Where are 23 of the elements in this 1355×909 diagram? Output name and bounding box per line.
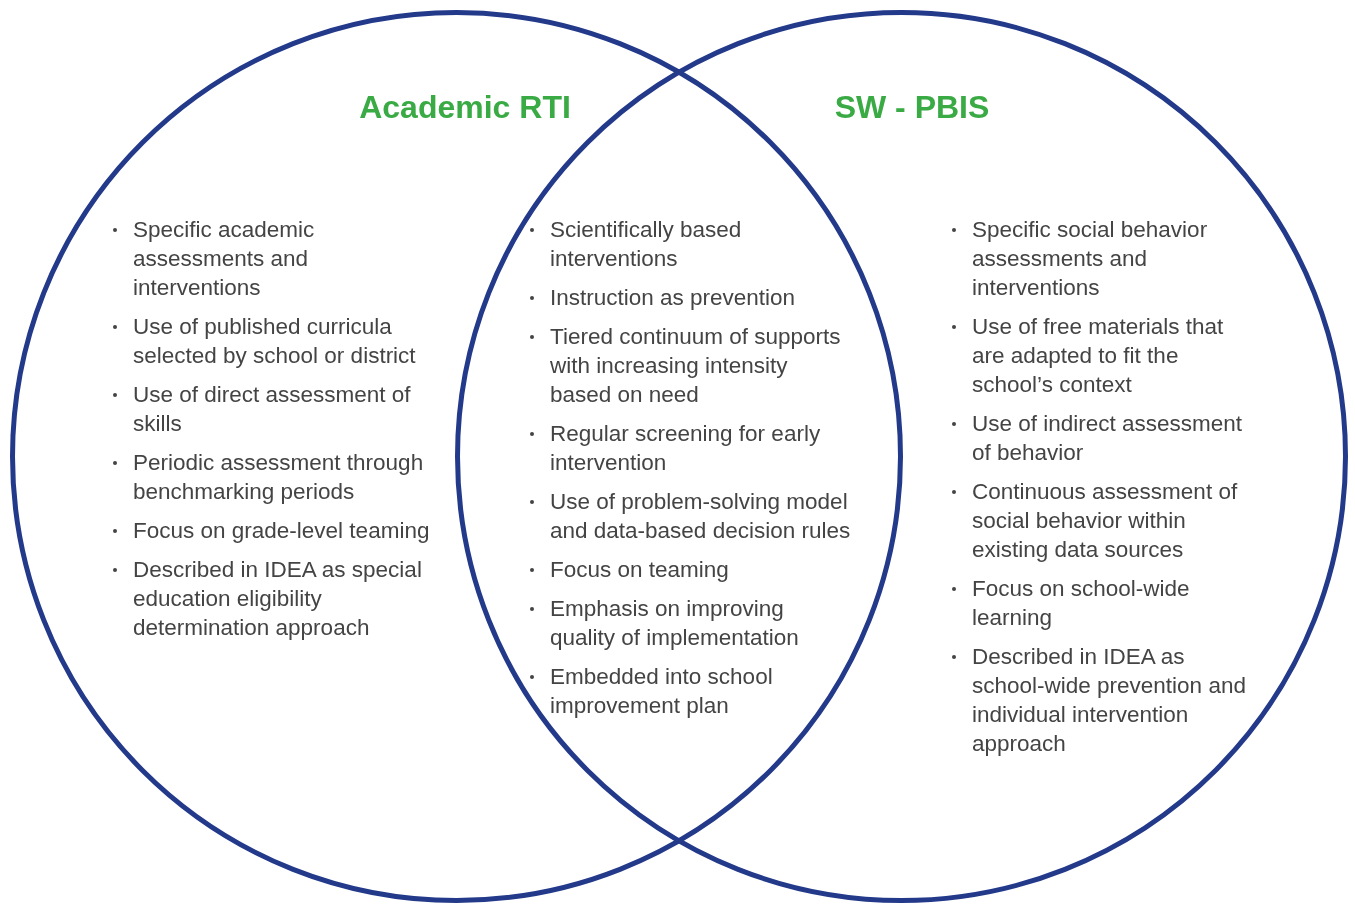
circle-title: SW - PBIS <box>834 89 990 126</box>
venn-circle <box>10 10 903 903</box>
bullet-text: Embedded into school improvement plan <box>550 663 774 720</box>
bullet-text: Use of free materials that are adapted to fit the school’s context <box>972 313 1225 399</box>
bullet-text: Focus on grade-level teaming <box>133 517 431 545</box>
bullet-text: Periodic assessment through benchmarking periods <box>133 449 425 506</box>
bullet-text: Tiered continuum of supports with increasing intensity based on need <box>550 323 842 409</box>
bullet-text: Regular screening for early intervention <box>550 420 822 477</box>
bullet-text: Use of indirect assessment of behavior <box>972 410 1244 467</box>
bullet-text: Described in IDEA as special education eligibility determination approach <box>133 556 423 642</box>
bullet-text: Continuous assessment of social behavior within existing data sources <box>972 478 1239 564</box>
bullet-text: Specific academic assessments and interventions <box>133 216 316 302</box>
bullet-text: Use of published curricula selected by school or district <box>133 313 417 370</box>
bullet-text: Focus on school-wide learning <box>972 575 1191 632</box>
bullet-text: Focus on teaming <box>550 556 730 584</box>
bullet-text: Use of direct assessment of skills <box>133 381 412 438</box>
bullet-text: Described in IDEA as school-wide prevention and individual intervention approach <box>972 643 1247 758</box>
bullet-text: Emphasis on improving quality of implementation <box>550 595 800 652</box>
bullet-text: Use of problem-solving model and data-based decision rules <box>550 488 852 545</box>
bullet-text: Scientifically based interventions <box>550 216 743 273</box>
circle-title: Academic RTI <box>359 89 571 126</box>
bullet-text: Specific social behavior assessments and interventions <box>972 216 1209 302</box>
bullet-text: Instruction as prevention <box>550 284 797 312</box>
